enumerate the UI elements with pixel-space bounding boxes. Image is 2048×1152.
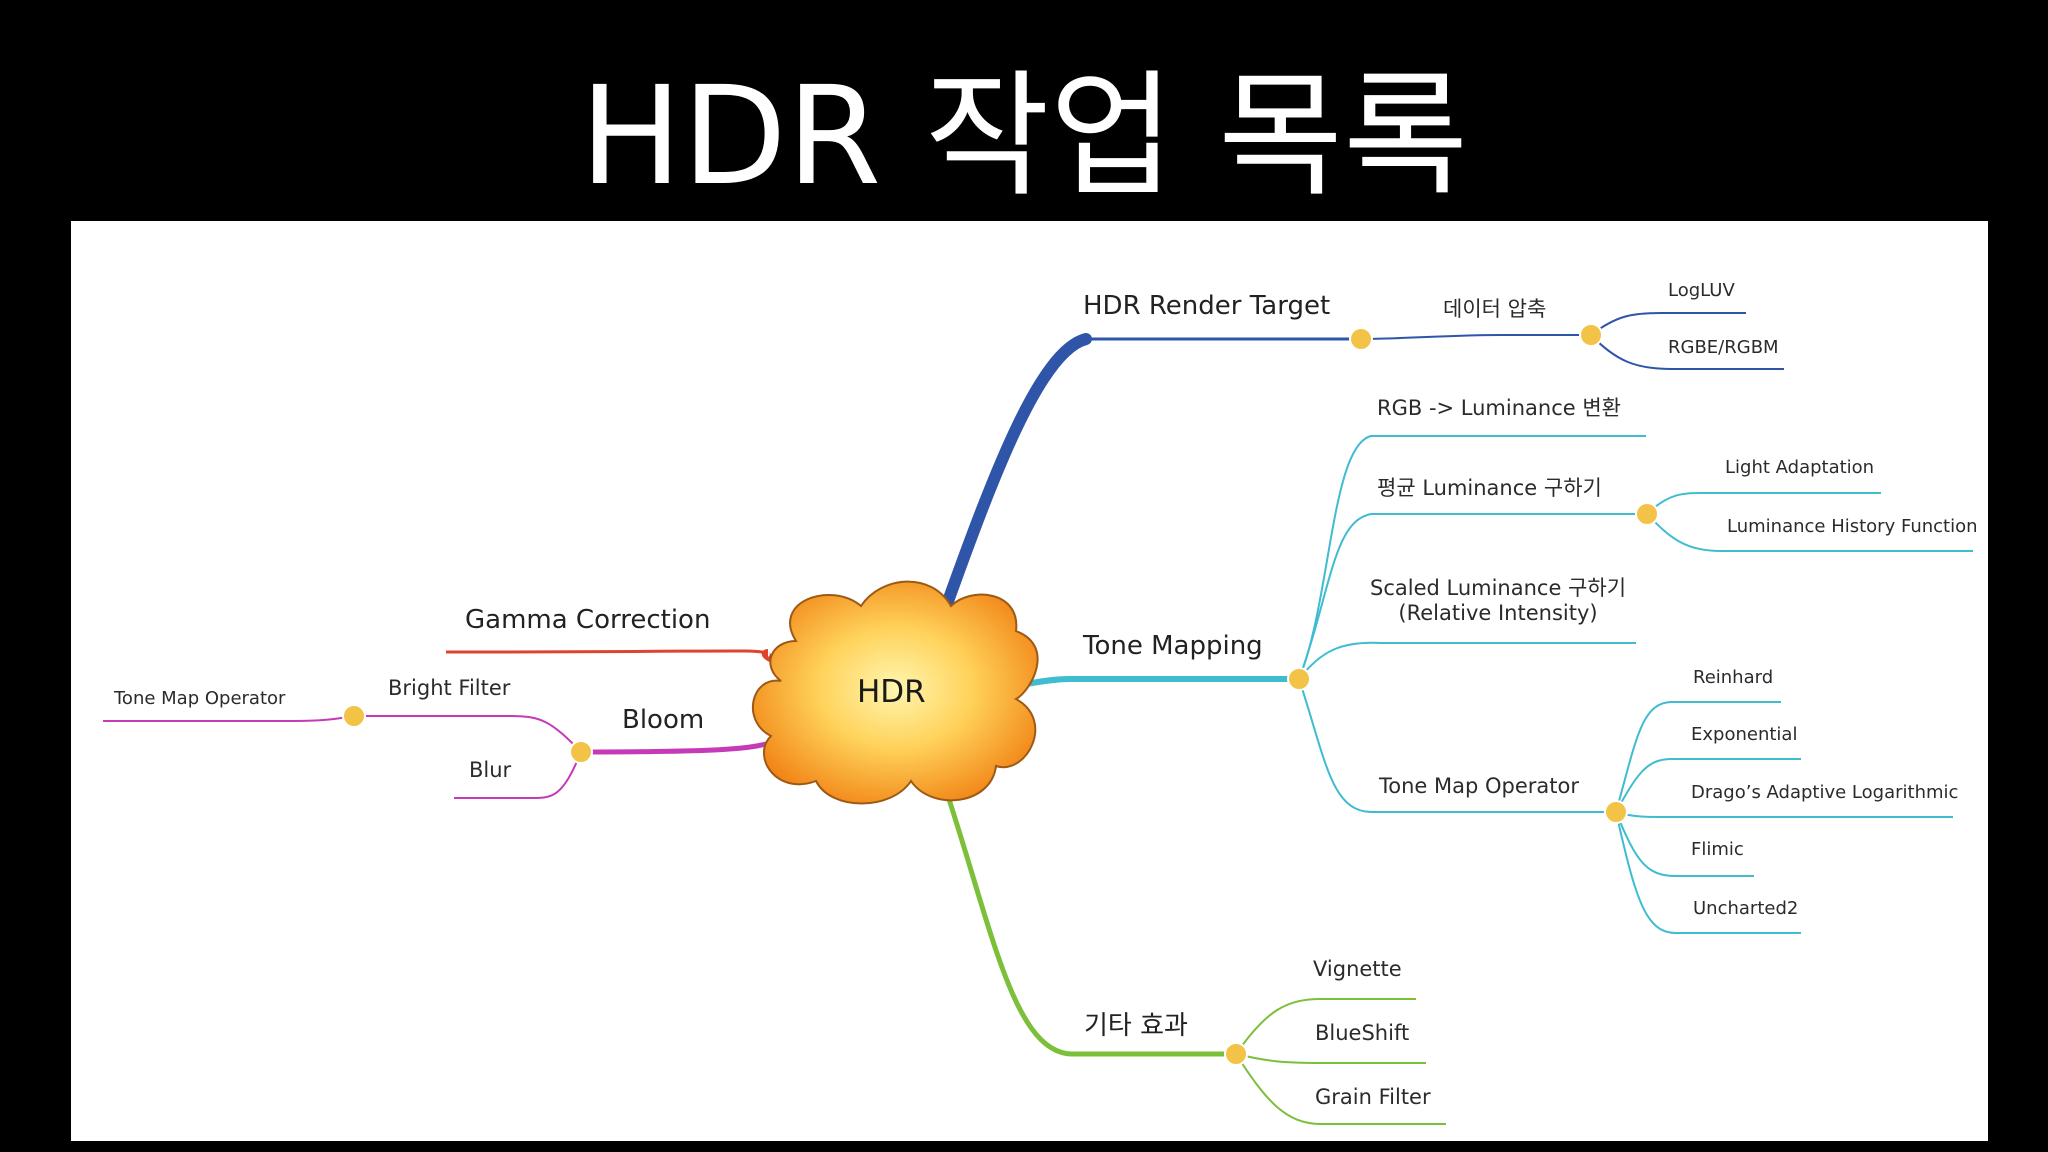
leaf-blueshift[interactable]: BlueShift xyxy=(1315,1021,1410,1045)
node-tone-mapping[interactable]: Tone Mapping xyxy=(1083,631,1263,661)
center-node-hdr[interactable]: HDR xyxy=(857,674,926,710)
node-other-effects[interactable]: 기타 효과 xyxy=(1084,1011,1188,1041)
node-hdr-render-target[interactable]: HDR Render Target xyxy=(1083,291,1331,321)
mindmap-canvas: HDR HDR Render Target 데이터 압축 LogLUV RGBE… xyxy=(71,221,1988,1141)
node-rgb-to-luminance[interactable]: RGB -> Luminance 변환 xyxy=(1377,396,1621,420)
node-blur[interactable]: Blur xyxy=(469,758,512,782)
leaf-light-adaptation[interactable]: Light Adaptation xyxy=(1725,457,1875,478)
collapse-knob-bloom xyxy=(569,740,593,764)
center-cloud-shape xyxy=(752,580,1039,805)
leaf-grain-filter[interactable]: Grain Filter xyxy=(1315,1085,1431,1109)
leaf-logluv[interactable]: LogLUV xyxy=(1668,280,1735,301)
leaf-luminance-history-function[interactable]: Luminance History Function xyxy=(1727,516,1978,537)
branch-other-effects-connector xyxy=(936,768,1236,1057)
node-avg-luminance[interactable]: 평균 Luminance 구하기 xyxy=(1377,476,1602,500)
scaled-luminance-line1: Scaled Luminance 구하기 xyxy=(1369,576,1627,600)
mindmap-connectors xyxy=(103,312,1973,1125)
collapse-knob-avg-luminance xyxy=(1635,502,1659,526)
collapse-knob-render-target xyxy=(1349,327,1373,351)
leaf-reinhard[interactable]: Reinhard xyxy=(1693,667,1774,688)
leaf-bloom-tone-map-operator[interactable]: Tone Map Operator xyxy=(114,688,286,709)
scaled-luminance-line2: (Relative Intensity) xyxy=(1398,601,1598,626)
branch-bloom-connector xyxy=(580,740,771,755)
node-gamma-correction[interactable]: Gamma Correction xyxy=(465,605,711,635)
collapse-knob-data-compression xyxy=(1579,323,1603,347)
collapse-knob-tone-map-operator xyxy=(1604,800,1628,824)
node-scaled-luminance[interactable]: Scaled Luminance 구하기 (Relative Intensity… xyxy=(1363,576,1633,626)
node-bloom[interactable]: Bloom xyxy=(622,705,705,735)
leaf-uncharted2[interactable]: Uncharted2 xyxy=(1693,898,1799,919)
node-data-compression[interactable]: 데이터 압축 xyxy=(1443,297,1547,321)
slide-title: HDR 작업 목록 xyxy=(579,58,1469,216)
collapse-knob-bright-filter xyxy=(342,704,366,728)
node-tone-map-operator[interactable]: Tone Map Operator xyxy=(1379,774,1580,798)
leaf-rgbe-rgbm[interactable]: RGBE/RGBM xyxy=(1668,337,1779,358)
node-bright-filter[interactable]: Bright Filter xyxy=(388,676,511,700)
collapse-knob-tone-mapping xyxy=(1287,667,1311,691)
leaf-vignette[interactable]: Vignette xyxy=(1313,957,1402,981)
collapse-knob-other-effects xyxy=(1224,1042,1248,1066)
branch-tone-mapping-connector xyxy=(1015,676,1299,689)
leaf-flimic[interactable]: Flimic xyxy=(1691,839,1744,860)
branch-render-target-connector xyxy=(936,333,1092,624)
leaf-drago-adaptive-logarithmic[interactable]: Drago’s Adaptive Logarithmic xyxy=(1691,782,1959,803)
branch-gamma-connector xyxy=(445,649,769,655)
leaf-exponential[interactable]: Exponential xyxy=(1691,724,1798,745)
